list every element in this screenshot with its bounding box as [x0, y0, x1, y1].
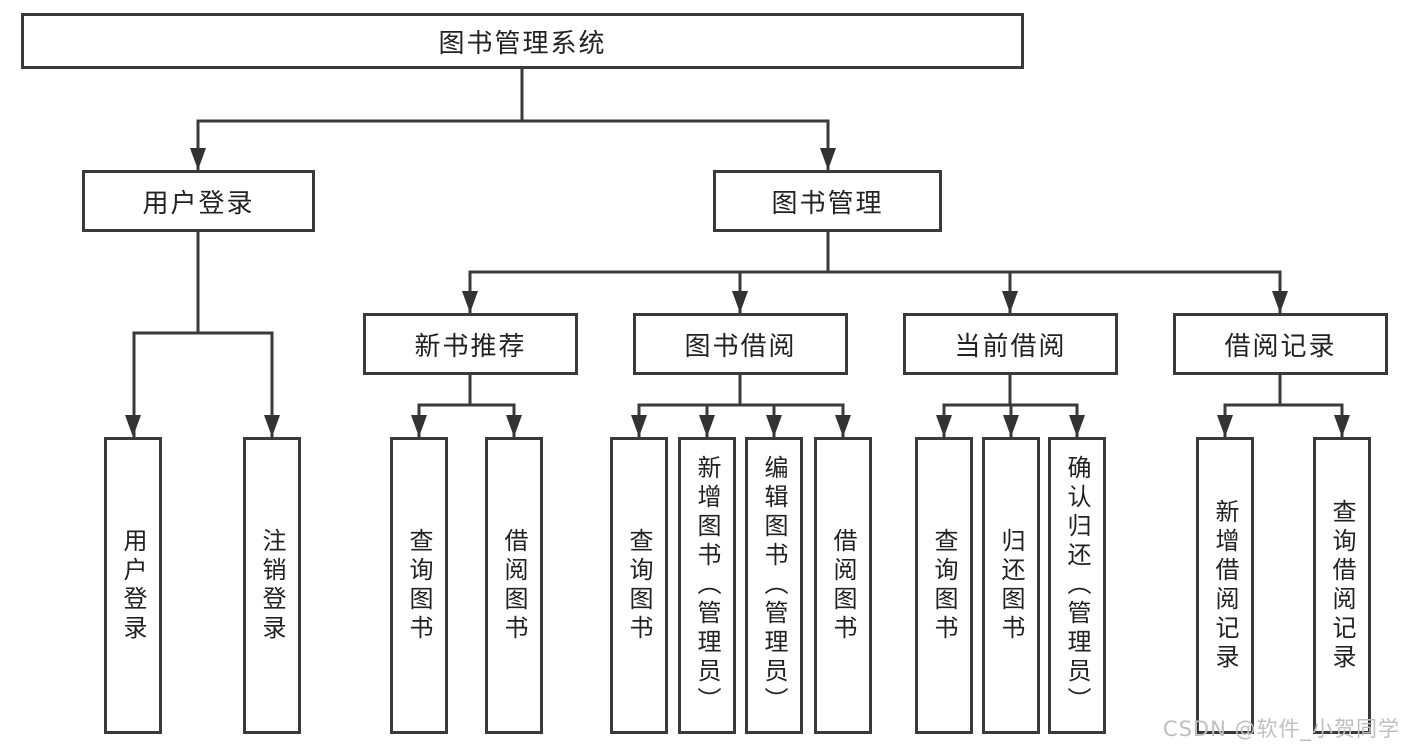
arrowhead-down-icons [125, 148, 1350, 437]
leaf-edit-books-admin: 编辑图书（管理员） [745, 437, 803, 734]
node-current-borrow: 当前借阅 [903, 313, 1118, 375]
connector-path [132, 69, 1344, 437]
leaf-query-books-current: 查询图书 [915, 437, 973, 734]
leaf-add-borrow-record: 新增借阅记录 [1196, 437, 1254, 734]
node-borrow-records: 借阅记录 [1173, 313, 1388, 375]
node-root: 图书管理系统 [21, 13, 1024, 69]
node-book-borrow: 图书借阅 [633, 313, 848, 375]
leaf-return-books: 归还图书 [982, 437, 1040, 734]
node-new-book-recommend: 新书推荐 [363, 313, 578, 375]
leaf-query-borrow-record: 查询借阅记录 [1313, 437, 1371, 734]
node-book-management: 图书管理 [713, 170, 942, 232]
node-user-login: 用户登录 [82, 170, 315, 232]
leaf-query-books-recommend: 查询图书 [390, 437, 448, 734]
leaf-confirm-return-admin: 确认归还（管理员） [1048, 437, 1106, 734]
leaf-borrow-books: 借阅图书 [814, 437, 872, 734]
leaf-query-books-borrow: 查询图书 [610, 437, 668, 734]
csdn-watermark: CSDN @软件_小贺同学 [1162, 717, 1400, 741]
leaf-user-login: 用户登录 [104, 437, 162, 734]
leaf-logout: 注销登录 [243, 437, 301, 734]
leaf-add-books-admin: 新增图书（管理员） [678, 437, 736, 734]
leaf-borrow-books-recommend: 借阅图书 [485, 437, 543, 734]
